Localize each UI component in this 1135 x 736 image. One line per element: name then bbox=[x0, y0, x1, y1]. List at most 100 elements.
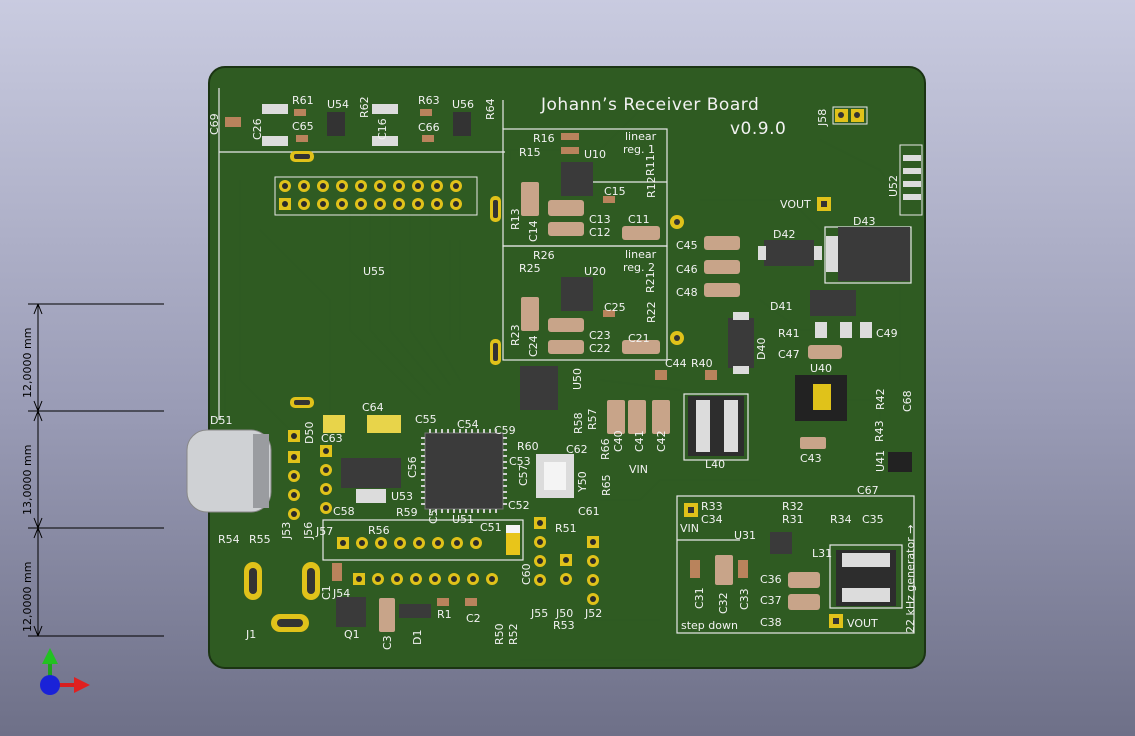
pin-hole bbox=[435, 540, 441, 546]
bottom-parts bbox=[332, 563, 477, 632]
silk-r43: R43 bbox=[873, 420, 886, 442]
silk-r42: R42 bbox=[874, 388, 887, 410]
silk-c31: C31 bbox=[693, 587, 706, 609]
silk-u20: U20 bbox=[584, 265, 606, 278]
silk-c64: C64 bbox=[362, 401, 384, 414]
silk-c33: C33 bbox=[738, 588, 751, 610]
silk-r23: R23 bbox=[509, 324, 522, 346]
silk-d51: D51 bbox=[210, 414, 232, 427]
silk-c37: C37 bbox=[760, 594, 782, 607]
usb-c-connector bbox=[186, 429, 272, 513]
mcu-area bbox=[323, 366, 574, 555]
silk-c62: C62 bbox=[566, 443, 588, 456]
pin-hole bbox=[323, 505, 329, 511]
silk-c61: C61 bbox=[578, 505, 600, 518]
linear2-line1: linear bbox=[625, 248, 657, 261]
linear1-line2: reg. 1 bbox=[623, 143, 655, 156]
pin-hole bbox=[323, 486, 329, 492]
pin-hole bbox=[377, 183, 383, 189]
silk-c45: C45 bbox=[676, 239, 698, 252]
pin-headers bbox=[279, 180, 599, 605]
pin-hole bbox=[489, 576, 495, 582]
pin-hole bbox=[537, 520, 543, 526]
silk-u52: U52 bbox=[887, 175, 900, 197]
dimension-annotations: 12,0000 mm 13,0000 mm 12,0000 mm bbox=[21, 303, 164, 637]
connector-J58 bbox=[832, 106, 868, 125]
silk-c43: C43 bbox=[800, 452, 822, 465]
pin-hole bbox=[291, 492, 297, 498]
silk-r50: R50 bbox=[493, 623, 506, 645]
pin-hole bbox=[359, 540, 365, 546]
silk-c69: C69 bbox=[208, 113, 221, 135]
silk-c47: C47 bbox=[778, 348, 800, 361]
silk-j53: J53 bbox=[280, 522, 293, 540]
silk-c55: C55 bbox=[415, 413, 437, 426]
silk-j1: J1 bbox=[245, 628, 256, 641]
silk-c63: C63 bbox=[321, 432, 343, 445]
pin-hole bbox=[291, 511, 297, 517]
silk-d42: D42 bbox=[773, 228, 795, 241]
pin-hole bbox=[434, 183, 440, 189]
silk-j56: J56 bbox=[302, 522, 315, 540]
silk-d41: D41 bbox=[770, 300, 792, 313]
axis-gizmo-icon bbox=[40, 648, 90, 695]
pin-hole bbox=[470, 576, 476, 582]
silk-r12: R12 bbox=[645, 176, 658, 198]
silk-c48: C48 bbox=[676, 286, 698, 299]
silk-c54: C54 bbox=[457, 418, 479, 431]
silk-r15: R15 bbox=[519, 146, 541, 159]
pin-hole bbox=[358, 201, 364, 207]
pin-hole bbox=[301, 183, 307, 189]
silk-c22: C22 bbox=[589, 342, 611, 355]
silk-r52: R52 bbox=[507, 623, 520, 645]
silk-r40: R40 bbox=[691, 357, 713, 370]
silk-c57: C57 bbox=[517, 464, 530, 486]
silk-c59: C59 bbox=[494, 424, 516, 437]
silk-c12: C12 bbox=[589, 226, 611, 239]
pin-hole bbox=[537, 539, 543, 545]
mcu-pins bbox=[421, 429, 507, 513]
silk-step-down: step down bbox=[681, 619, 738, 632]
silk-c15: C15 bbox=[604, 185, 626, 198]
silk-r64: R64 bbox=[484, 98, 497, 120]
silk-c40: C40 bbox=[612, 430, 625, 452]
pin-hole bbox=[356, 576, 362, 582]
pin-hole bbox=[282, 201, 288, 207]
pin-hole bbox=[301, 201, 307, 207]
silk-r33: R33 bbox=[701, 500, 723, 513]
board-title: Johann’s Receiver Board bbox=[540, 95, 759, 115]
silk-u40: U40 bbox=[810, 362, 832, 375]
silk-c65: C65 bbox=[292, 120, 314, 133]
silk-r16: R16 bbox=[533, 132, 555, 145]
silk-j58: J58 bbox=[816, 109, 829, 127]
silk-c42: C42 bbox=[655, 430, 668, 452]
silk-r25: R25 bbox=[519, 262, 541, 275]
silk-r66: R66 bbox=[599, 438, 612, 460]
silk-j54: J54 bbox=[332, 587, 350, 600]
silk-q1: Q1 bbox=[344, 628, 360, 641]
silk-r31: R31 bbox=[782, 513, 804, 526]
pin-hole bbox=[291, 433, 297, 439]
dimension-3: 12,0000 mm bbox=[21, 562, 34, 632]
silk-r54: R54 bbox=[218, 533, 240, 546]
silk-c51: C51 bbox=[480, 521, 502, 534]
pin-hole bbox=[415, 183, 421, 189]
board-version: v0.9.0 bbox=[730, 119, 786, 139]
silk-c25: C25 bbox=[604, 301, 626, 314]
silk-r53: R53 bbox=[553, 619, 575, 632]
silk-c60: C60 bbox=[520, 563, 533, 585]
pin-hole bbox=[432, 576, 438, 582]
silk-r26: R26 bbox=[533, 249, 555, 262]
linear2-line2: reg. 2 bbox=[623, 261, 655, 274]
pin-hole bbox=[453, 183, 459, 189]
pin-hole bbox=[473, 540, 479, 546]
silk-c49: C49 bbox=[876, 327, 898, 340]
silk-u10: U10 bbox=[584, 148, 606, 161]
silk-u54: U54 bbox=[327, 98, 349, 111]
silk-y50: Y50 bbox=[576, 471, 589, 493]
silk-c67: C67 bbox=[857, 484, 879, 497]
pin-hole bbox=[320, 183, 326, 189]
connector-U52 bbox=[899, 144, 923, 216]
silk-u56: U56 bbox=[452, 98, 474, 111]
